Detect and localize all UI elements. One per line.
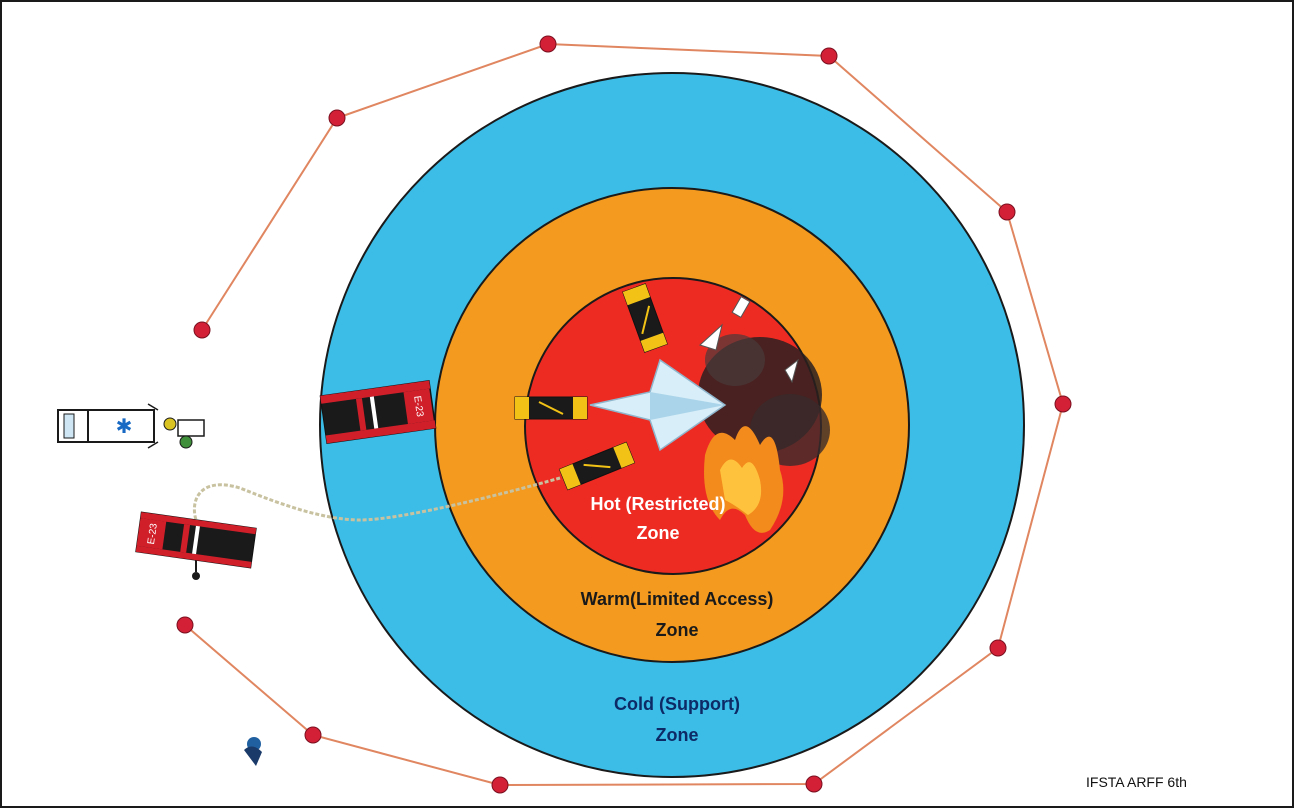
- perimeter-post: [328, 109, 346, 127]
- aircraft-icon: [589, 296, 799, 452]
- perimeter-post: [539, 35, 557, 53]
- perimeter-post: [491, 776, 509, 794]
- perimeter-posts: [176, 35, 1072, 794]
- source-credit: IFSTA ARFF 6th: [1086, 774, 1187, 790]
- hot-zone-label: Hot (Restricted): [590, 494, 725, 514]
- perimeter-post: [998, 203, 1016, 221]
- engine-truck-2: E-23: [135, 511, 257, 569]
- warm-zone-label: Warm(Limited Access): [581, 589, 774, 609]
- perimeter-post: [1054, 395, 1072, 413]
- ambulance-icon: ✱: [57, 403, 159, 449]
- cold-zone-label: Cold (Support): [614, 694, 740, 714]
- perimeter-post: [820, 47, 838, 65]
- hot-zone-label-2: Zone: [637, 523, 680, 543]
- cold-zone-label-2: Zone: [656, 725, 699, 745]
- person-icon: [244, 737, 262, 766]
- engine-label: E-23: [146, 522, 160, 545]
- perimeter-post: [805, 775, 823, 793]
- svg-text:✱: ✱: [116, 414, 133, 438]
- fire-and-smoke: [698, 334, 830, 533]
- warm-zone-label-2: Zone: [656, 620, 699, 640]
- perimeter-post: [176, 616, 194, 634]
- engine-label: E-23: [411, 395, 425, 418]
- hydrant-icon: [192, 572, 200, 580]
- medic-icon: [163, 417, 205, 449]
- perimeter-post: [304, 726, 322, 744]
- crash-truck-3: [558, 441, 636, 491]
- crash-truck-2: [514, 396, 588, 420]
- engine-truck-1: E-23: [319, 380, 437, 444]
- crash-truck-1: [622, 283, 668, 353]
- hose-line: [192, 476, 561, 522]
- perimeter-post: [193, 321, 211, 339]
- perimeter-post: [989, 639, 1007, 657]
